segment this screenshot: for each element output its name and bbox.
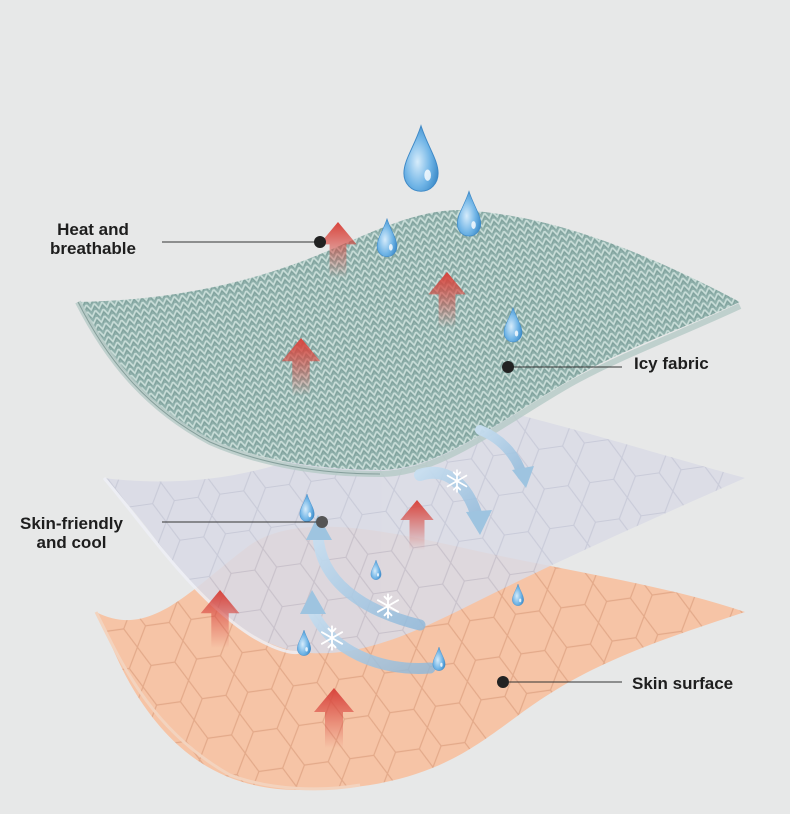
skin-surface-label: Skin surface <box>632 674 734 693</box>
heat-breathable-label: Heat and breathable <box>50 220 136 258</box>
skin-friendly-label: Skin-friendly and cool <box>20 514 123 552</box>
airflow-arrows <box>300 425 534 674</box>
icy-fabric-layer <box>75 210 742 478</box>
leader-dot <box>502 361 514 373</box>
water-drop-icon <box>403 125 439 192</box>
leader-lines <box>162 236 622 688</box>
leader-dot <box>314 236 326 248</box>
icy-fabric-label: Icy fabric <box>634 354 709 373</box>
airflow-arrow-icon <box>312 529 426 631</box>
leader-dot <box>316 516 328 528</box>
leader-dot <box>497 676 509 688</box>
water-drop-icon <box>456 190 482 237</box>
airflow-arrow-icon <box>306 604 436 674</box>
